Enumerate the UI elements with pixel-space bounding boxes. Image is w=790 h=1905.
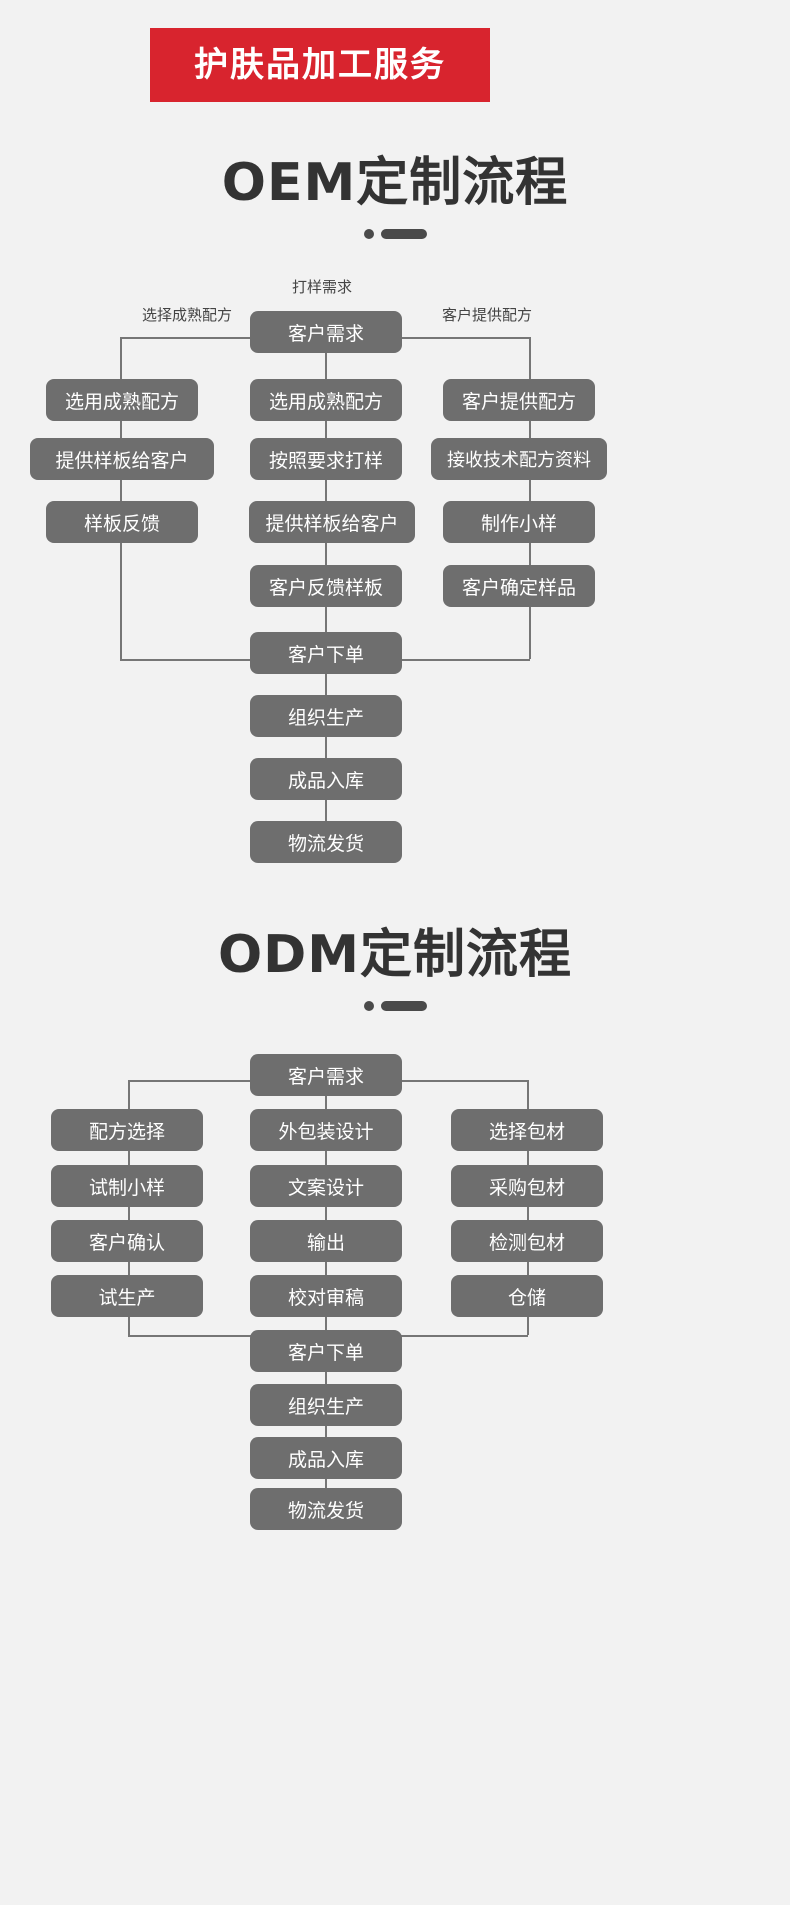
node-oem-center-3[interactable]: 客户反馈样板	[250, 565, 402, 607]
node-odm-left-2[interactable]: 客户确认	[51, 1220, 203, 1262]
node-oem-center-0[interactable]: 选用成熟配方	[250, 379, 402, 421]
node-oem-right-1[interactable]: 接收技术配方资料	[431, 438, 607, 480]
node-oem-left-1[interactable]: 提供样板给客户	[30, 438, 214, 480]
ornament-odm	[0, 1001, 790, 1011]
node-oem-tail-1[interactable]: 成品入库	[250, 758, 402, 800]
node-odm-right-0[interactable]: 选择包材	[451, 1109, 603, 1151]
node-odm-center-0[interactable]: 外包装设计	[250, 1109, 402, 1151]
caption-oem-right: 客户提供配方	[442, 306, 533, 324]
connector-oem-center-down	[325, 350, 327, 380]
node-odm-tail-0[interactable]: 组织生产	[250, 1384, 402, 1426]
connector-odm-tail-1	[325, 1426, 327, 1439]
connector-odm-right-down	[527, 1080, 529, 1110]
caption-oem-center: 打样需求	[292, 278, 353, 296]
node-oem-merge[interactable]: 客户下单	[250, 632, 402, 674]
connector-odm-tail-0	[325, 1372, 327, 1385]
node-odm-left-0[interactable]: 配方选择	[51, 1109, 203, 1151]
node-odm-root[interactable]: 客户需求	[250, 1054, 402, 1096]
node-odm-left-1[interactable]: 试制小样	[51, 1165, 203, 1207]
node-odm-center-1[interactable]: 文案设计	[250, 1165, 402, 1207]
node-odm-center-2[interactable]: 输出	[250, 1220, 402, 1262]
section-title-odm: ODM定制流程	[217, 925, 573, 985]
node-oem-tail-0[interactable]: 组织生产	[250, 695, 402, 737]
node-oem-right-2[interactable]: 制作小样	[443, 501, 595, 543]
ornament-dot-icon	[363, 229, 374, 239]
node-oem-right-3[interactable]: 客户确定样品	[443, 565, 595, 607]
ornament-dot-icon	[363, 1001, 374, 1011]
connector-oem-left-down	[120, 337, 122, 379]
node-odm-merge[interactable]: 客户下单	[250, 1330, 402, 1372]
node-oem-right-0[interactable]: 客户提供配方	[443, 379, 595, 421]
node-odm-right-3[interactable]: 仓储	[451, 1275, 603, 1317]
connector-odm-center-down	[325, 1096, 327, 1112]
connector-oem-right-down	[529, 337, 531, 379]
connector-oem-tail-2	[325, 800, 327, 822]
node-oem-left-2[interactable]: 样板反馈	[46, 501, 198, 543]
ornament-oem	[0, 229, 790, 239]
node-oem-center-1[interactable]: 按照要求打样	[250, 438, 402, 480]
node-odm-right-2[interactable]: 检测包材	[451, 1220, 603, 1262]
ornament-dash-icon	[380, 229, 427, 239]
connector-odm-tail-2	[325, 1479, 327, 1492]
caption-oem-left: 选择成熟配方	[142, 306, 233, 324]
node-oem-tail-2[interactable]: 物流发货	[250, 821, 402, 863]
ornament-dash-icon	[380, 1001, 427, 1011]
node-odm-tail-1[interactable]: 成品入库	[250, 1437, 402, 1479]
page-banner: 护肤品加工服务	[150, 28, 490, 102]
connector-oem-tail-0	[325, 674, 327, 696]
section-title-oem: OEM定制流程	[221, 153, 569, 213]
connector-oem-tail-1	[325, 737, 327, 759]
banner-title: 护肤品加工服务	[194, 45, 446, 85]
node-odm-right-1[interactable]: 采购包材	[451, 1165, 603, 1207]
connector-odm-left-down	[128, 1080, 130, 1110]
node-oem-center-2[interactable]: 提供样板给客户	[249, 501, 415, 543]
node-odm-center-3[interactable]: 校对审稿	[250, 1275, 402, 1317]
node-odm-tail-2[interactable]: 物流发货	[250, 1488, 402, 1530]
node-odm-left-3[interactable]: 试生产	[51, 1275, 203, 1317]
node-oem-left-0[interactable]: 选用成熟配方	[46, 379, 198, 421]
node-oem-root[interactable]: 客户需求	[250, 311, 402, 353]
